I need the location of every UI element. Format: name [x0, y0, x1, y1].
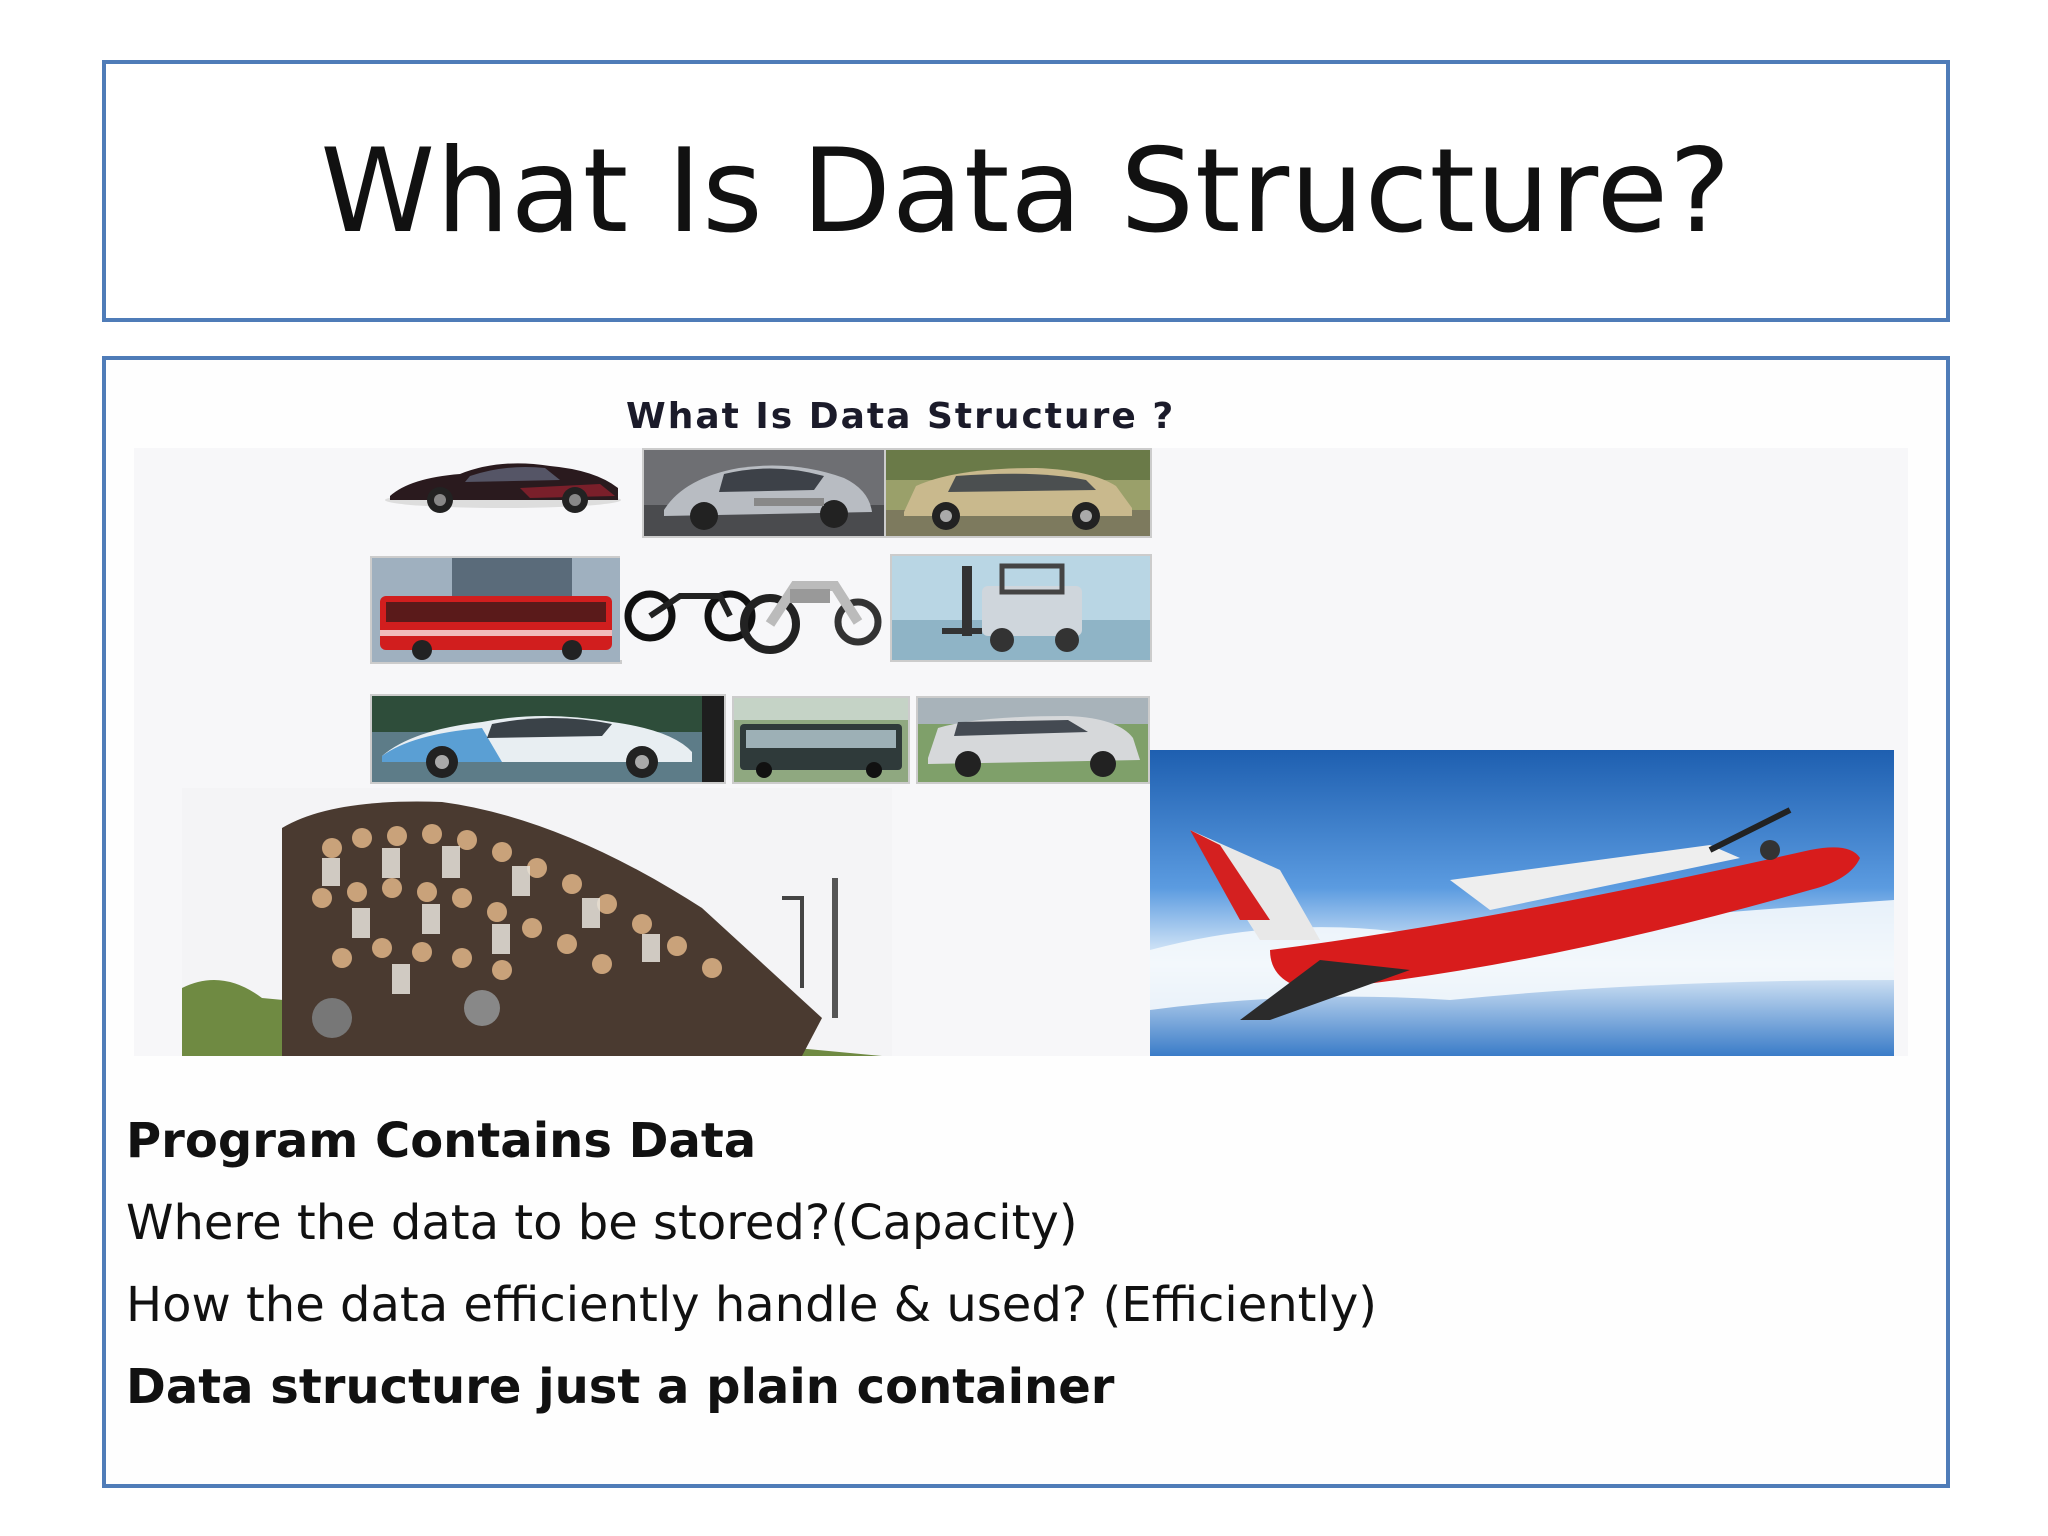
body-line-2: Where the data to be stored?(Capacity) — [126, 1195, 1078, 1251]
crowded-train-image — [182, 788, 892, 1056]
body-line-4: Data structure just a plain container — [126, 1359, 1115, 1415]
content-box: What Is Data Structure ? — [102, 356, 1950, 1488]
motorcycles-image — [620, 556, 884, 660]
red-bus-image — [370, 556, 622, 664]
green-bus-image — [732, 696, 910, 784]
silver-hatchback-image — [642, 448, 886, 538]
body-text: Program Contains Data Where the data to … — [126, 1100, 1826, 1428]
body-line-1: Program Contains Data — [126, 1113, 757, 1169]
figure-caption: What Is Data Structure ? — [626, 396, 1176, 437]
silver-suv-image — [916, 696, 1150, 784]
slide-title: What Is Data Structure? — [320, 123, 1732, 259]
gold-suv-image — [884, 448, 1152, 538]
airplane-image — [1150, 750, 1894, 1056]
vehicle-collage — [134, 448, 1908, 1056]
black-sedan-image — [380, 448, 626, 528]
blue-sedan-image — [370, 694, 726, 784]
forklift-image — [890, 554, 1152, 662]
title-box: What Is Data Structure? — [102, 60, 1950, 322]
body-line-3: How the data efficiently handle & used? … — [126, 1277, 1377, 1333]
